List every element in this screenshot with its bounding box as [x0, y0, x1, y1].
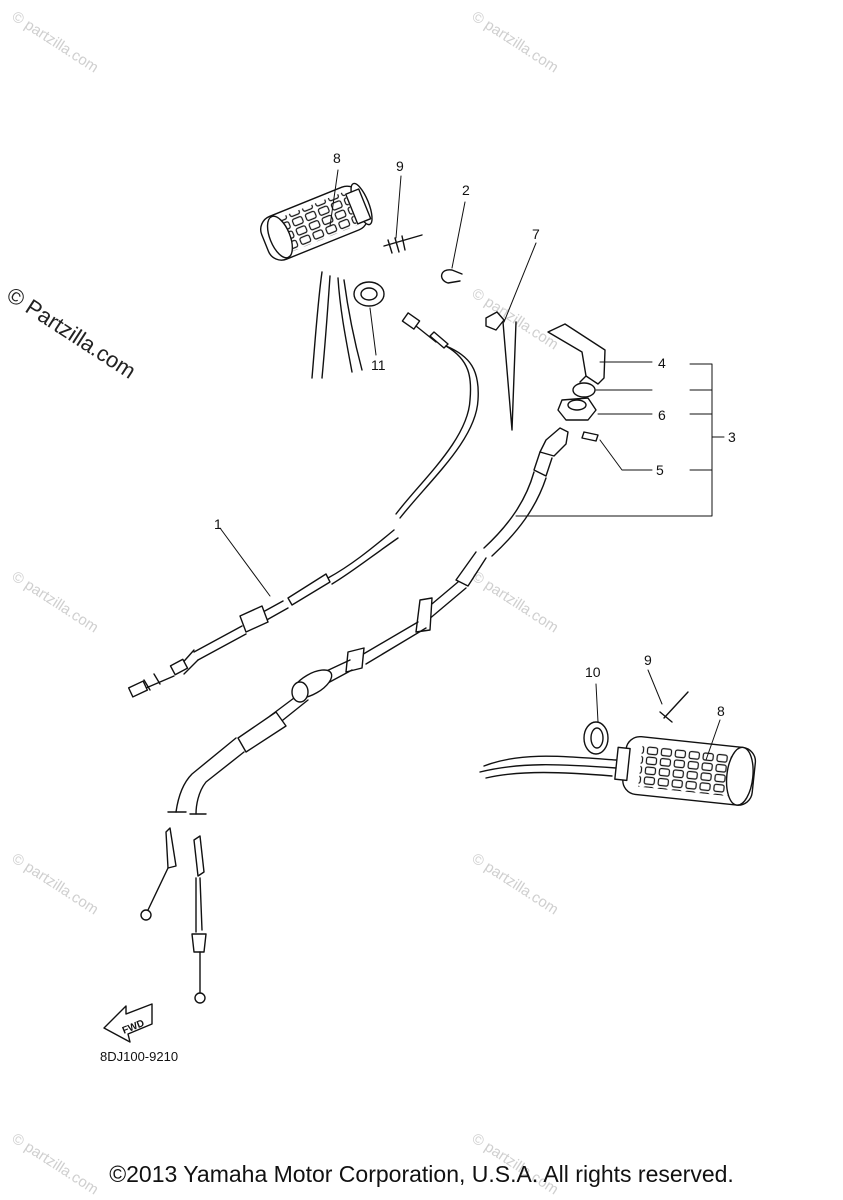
callout-1: 1	[214, 516, 222, 532]
right-grip	[479, 735, 757, 806]
nut-lower	[557, 397, 597, 421]
callout-3: 3	[728, 429, 736, 445]
cable-1	[127, 312, 479, 698]
collar-11	[353, 281, 385, 307]
callout-7: 7	[532, 226, 540, 242]
bracket	[547, 323, 606, 385]
callout-9: 9	[396, 158, 404, 174]
pin-right	[659, 691, 689, 723]
collar-10	[583, 721, 609, 755]
callout-9b: 9	[644, 652, 652, 668]
nut-upper	[572, 382, 596, 398]
throttle-cable	[140, 427, 569, 1004]
clip	[441, 269, 463, 284]
callout-10: 10	[585, 664, 601, 680]
callout-8: 8	[333, 150, 341, 166]
callout-11: 11	[371, 357, 386, 373]
callout-2: 2	[462, 182, 470, 198]
callout-4: 4	[658, 355, 666, 371]
callout-5: 5	[656, 462, 664, 478]
pin-upper	[383, 234, 423, 254]
copyright-notice: ©2013 Yamaha Motor Corporation, U.S.A. A…	[109, 1161, 734, 1187]
callout-6: 6	[658, 407, 666, 423]
fwd-arrow	[103, 1003, 153, 1043]
left-grip	[260, 182, 373, 379]
diagram-code: 8DJ100-9210	[100, 1049, 179, 1064]
cable-tie	[485, 311, 517, 431]
adjuster-piece	[581, 431, 599, 442]
callout-8b: 8	[717, 703, 725, 719]
